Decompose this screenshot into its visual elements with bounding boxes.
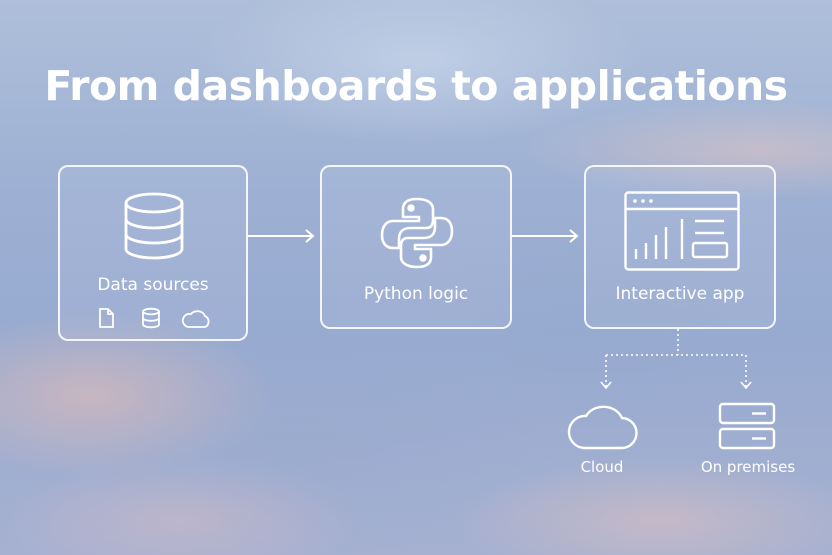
page-title: From dashboards to applications xyxy=(44,62,788,110)
arrow-python-to-app xyxy=(512,229,579,243)
server-icon xyxy=(718,402,776,450)
data-sources-label: Data sources xyxy=(97,275,209,295)
cloud-label: Cloud xyxy=(580,458,624,476)
data-sources-box: Data sources xyxy=(58,165,248,341)
app-window-icon xyxy=(624,191,740,271)
python-logo-icon xyxy=(380,197,454,269)
python-logic-box: Python logic xyxy=(320,165,512,329)
arrow-data-to-python xyxy=(248,229,315,243)
python-logic-label: Python logic xyxy=(363,284,469,304)
interactive-app-label: Interactive app xyxy=(615,284,745,304)
database-icon xyxy=(124,192,184,260)
cloud-icon xyxy=(567,405,638,450)
on-premises-label: On premises xyxy=(700,458,796,476)
cloud-small-icon xyxy=(181,310,210,328)
interactive-app-box: Interactive app xyxy=(584,165,776,329)
database-small-icon xyxy=(142,307,160,329)
dotted-branch-connector xyxy=(600,329,752,390)
file-icon xyxy=(99,308,114,328)
